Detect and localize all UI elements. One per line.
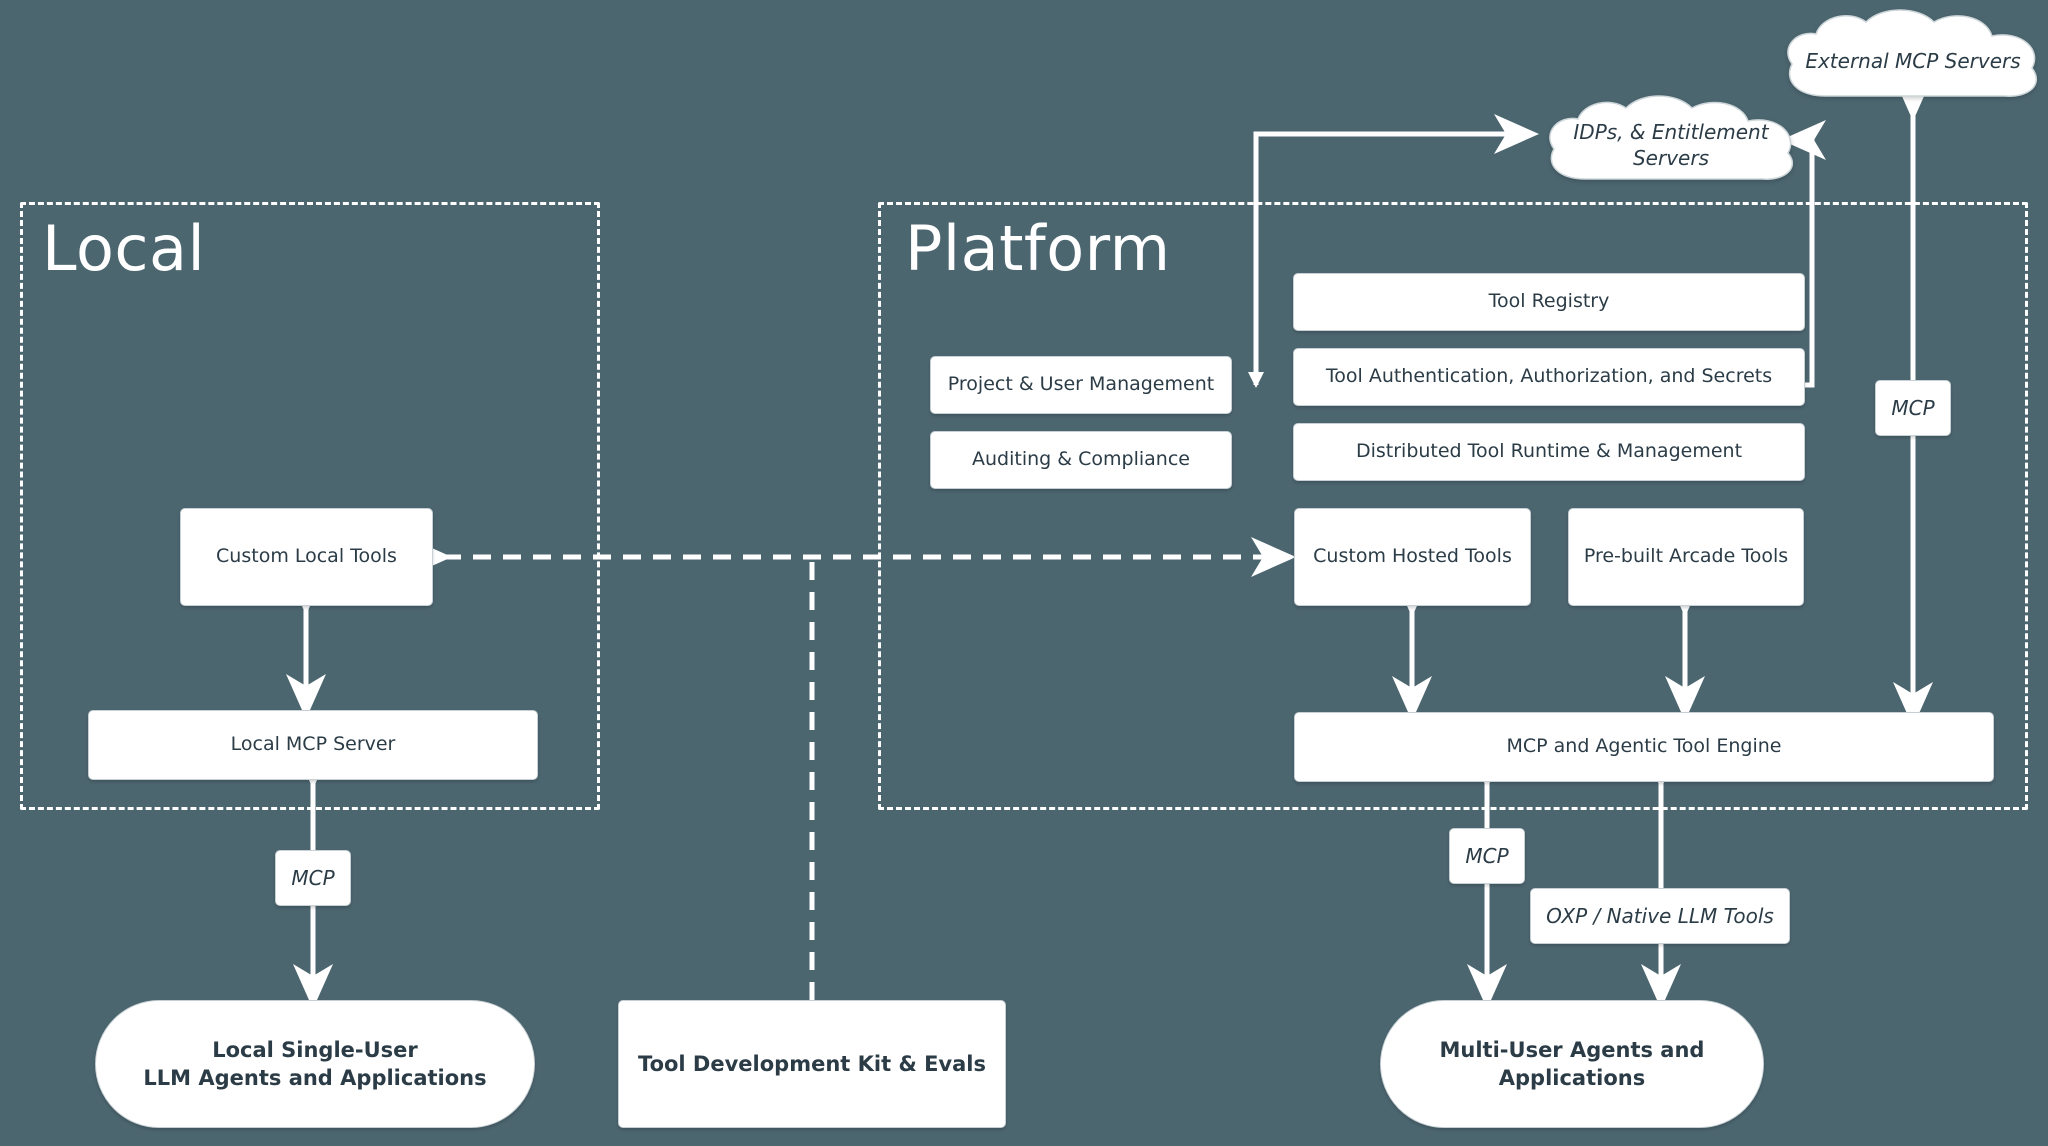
node-custom-local-tools[interactable]: Custom Local Tools: [180, 508, 433, 606]
label-mcp-local: MCP: [275, 850, 351, 906]
node-local-mcp-server[interactable]: Local MCP Server: [88, 710, 538, 780]
zone-local-title: Local: [42, 212, 206, 285]
cloud-external-mcp-servers: External MCP Servers: [1778, 8, 2048, 113]
node-multiuser-agents-line2: Applications: [1498, 1066, 1646, 1090]
node-prebuilt-arcade-tools[interactable]: Pre-built Arcade Tools: [1568, 508, 1804, 606]
node-local-agents-line2: LLM Agents and Applications: [143, 1066, 487, 1090]
node-distributed-tool-runtime[interactable]: Distributed Tool Runtime & Management: [1293, 423, 1805, 481]
cloud-external-mcp-label: External MCP Servers: [1805, 48, 2021, 73]
node-project-user-management[interactable]: Project & User Management: [930, 356, 1232, 414]
node-tool-registry[interactable]: Tool Registry: [1293, 273, 1805, 331]
node-oxp-native-llm-tools[interactable]: OXP / Native LLM Tools: [1530, 888, 1790, 944]
node-multiuser-agents-line1: Multi-User Agents and: [1439, 1037, 1705, 1062]
node-tool-development-kit[interactable]: Tool Development Kit & Evals: [618, 1000, 1006, 1128]
node-local-agents[interactable]: Local Single-User LLM Agents and Applica…: [95, 1000, 535, 1128]
zone-local: [20, 202, 600, 810]
zone-platform-title: Platform: [905, 212, 1171, 285]
node-multiuser-agents[interactable]: Multi-User Agents and Applications: [1380, 1000, 1764, 1128]
node-local-agents-line1: Local Single-User: [212, 1037, 418, 1062]
node-tool-authentication[interactable]: Tool Authentication, Authorization, and …: [1293, 348, 1805, 406]
label-mcp-engine: MCP: [1449, 828, 1525, 884]
node-mcp-agentic-tool-engine[interactable]: MCP and Agentic Tool Engine: [1294, 712, 1994, 782]
node-auditing-compliance[interactable]: Auditing & Compliance: [930, 431, 1232, 489]
node-custom-hosted-tools[interactable]: Custom Hosted Tools: [1294, 508, 1531, 606]
cloud-idps-label: IDPs, & Entitlement Servers: [1573, 120, 1769, 170]
label-mcp-right: MCP: [1875, 380, 1951, 436]
cloud-idps-entitlement-servers: IDPs, & Entitlement Servers: [1540, 95, 1802, 195]
cloud-shape: [1787, 9, 2038, 97]
